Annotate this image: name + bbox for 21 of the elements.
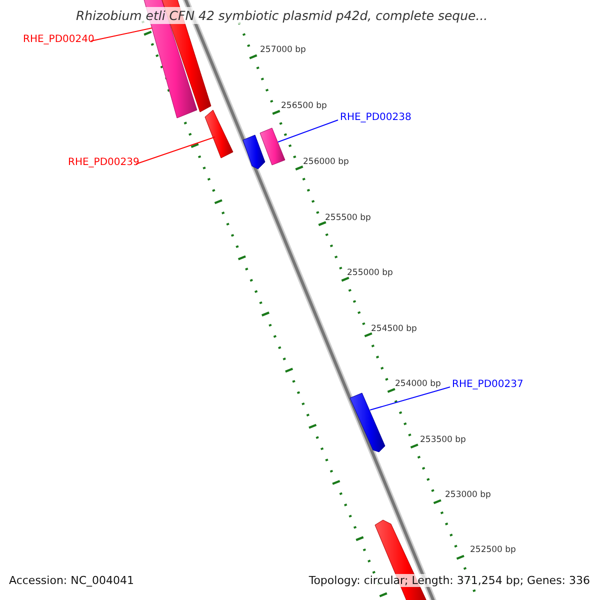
gene-bar: [204, 110, 234, 158]
tick-label: 255500 bp: [325, 213, 371, 223]
tick-label: 254500 bp: [371, 324, 417, 334]
tick-label: 255000 bp: [347, 268, 393, 278]
leader-line: [278, 120, 338, 142]
leader-line: [90, 28, 152, 42]
gene-label: RHE_PD00240: [23, 34, 94, 45]
tick-label: 257000 bp: [260, 45, 306, 55]
tick-label: 252500 bp: [470, 545, 516, 555]
footer-text: Topology: circular; Length: 371,254 bp; Genes: 336: [308, 574, 590, 587]
gene-label: RHE_PD00237: [452, 379, 524, 390]
gene-bar: [242, 134, 266, 170]
tick-label: 253500 bp: [420, 435, 466, 445]
tick-label: 256500 bp: [281, 101, 327, 111]
leader-line: [136, 136, 216, 164]
gene-bar: [350, 392, 386, 452]
gene-label: RHE_PD00239: [68, 157, 140, 168]
gene-label: RHE_PD00238: [340, 112, 412, 123]
gene-bar: [260, 128, 286, 166]
leader-line: [370, 386, 450, 410]
footer-text: Accession: NC_004041: [9, 574, 134, 587]
